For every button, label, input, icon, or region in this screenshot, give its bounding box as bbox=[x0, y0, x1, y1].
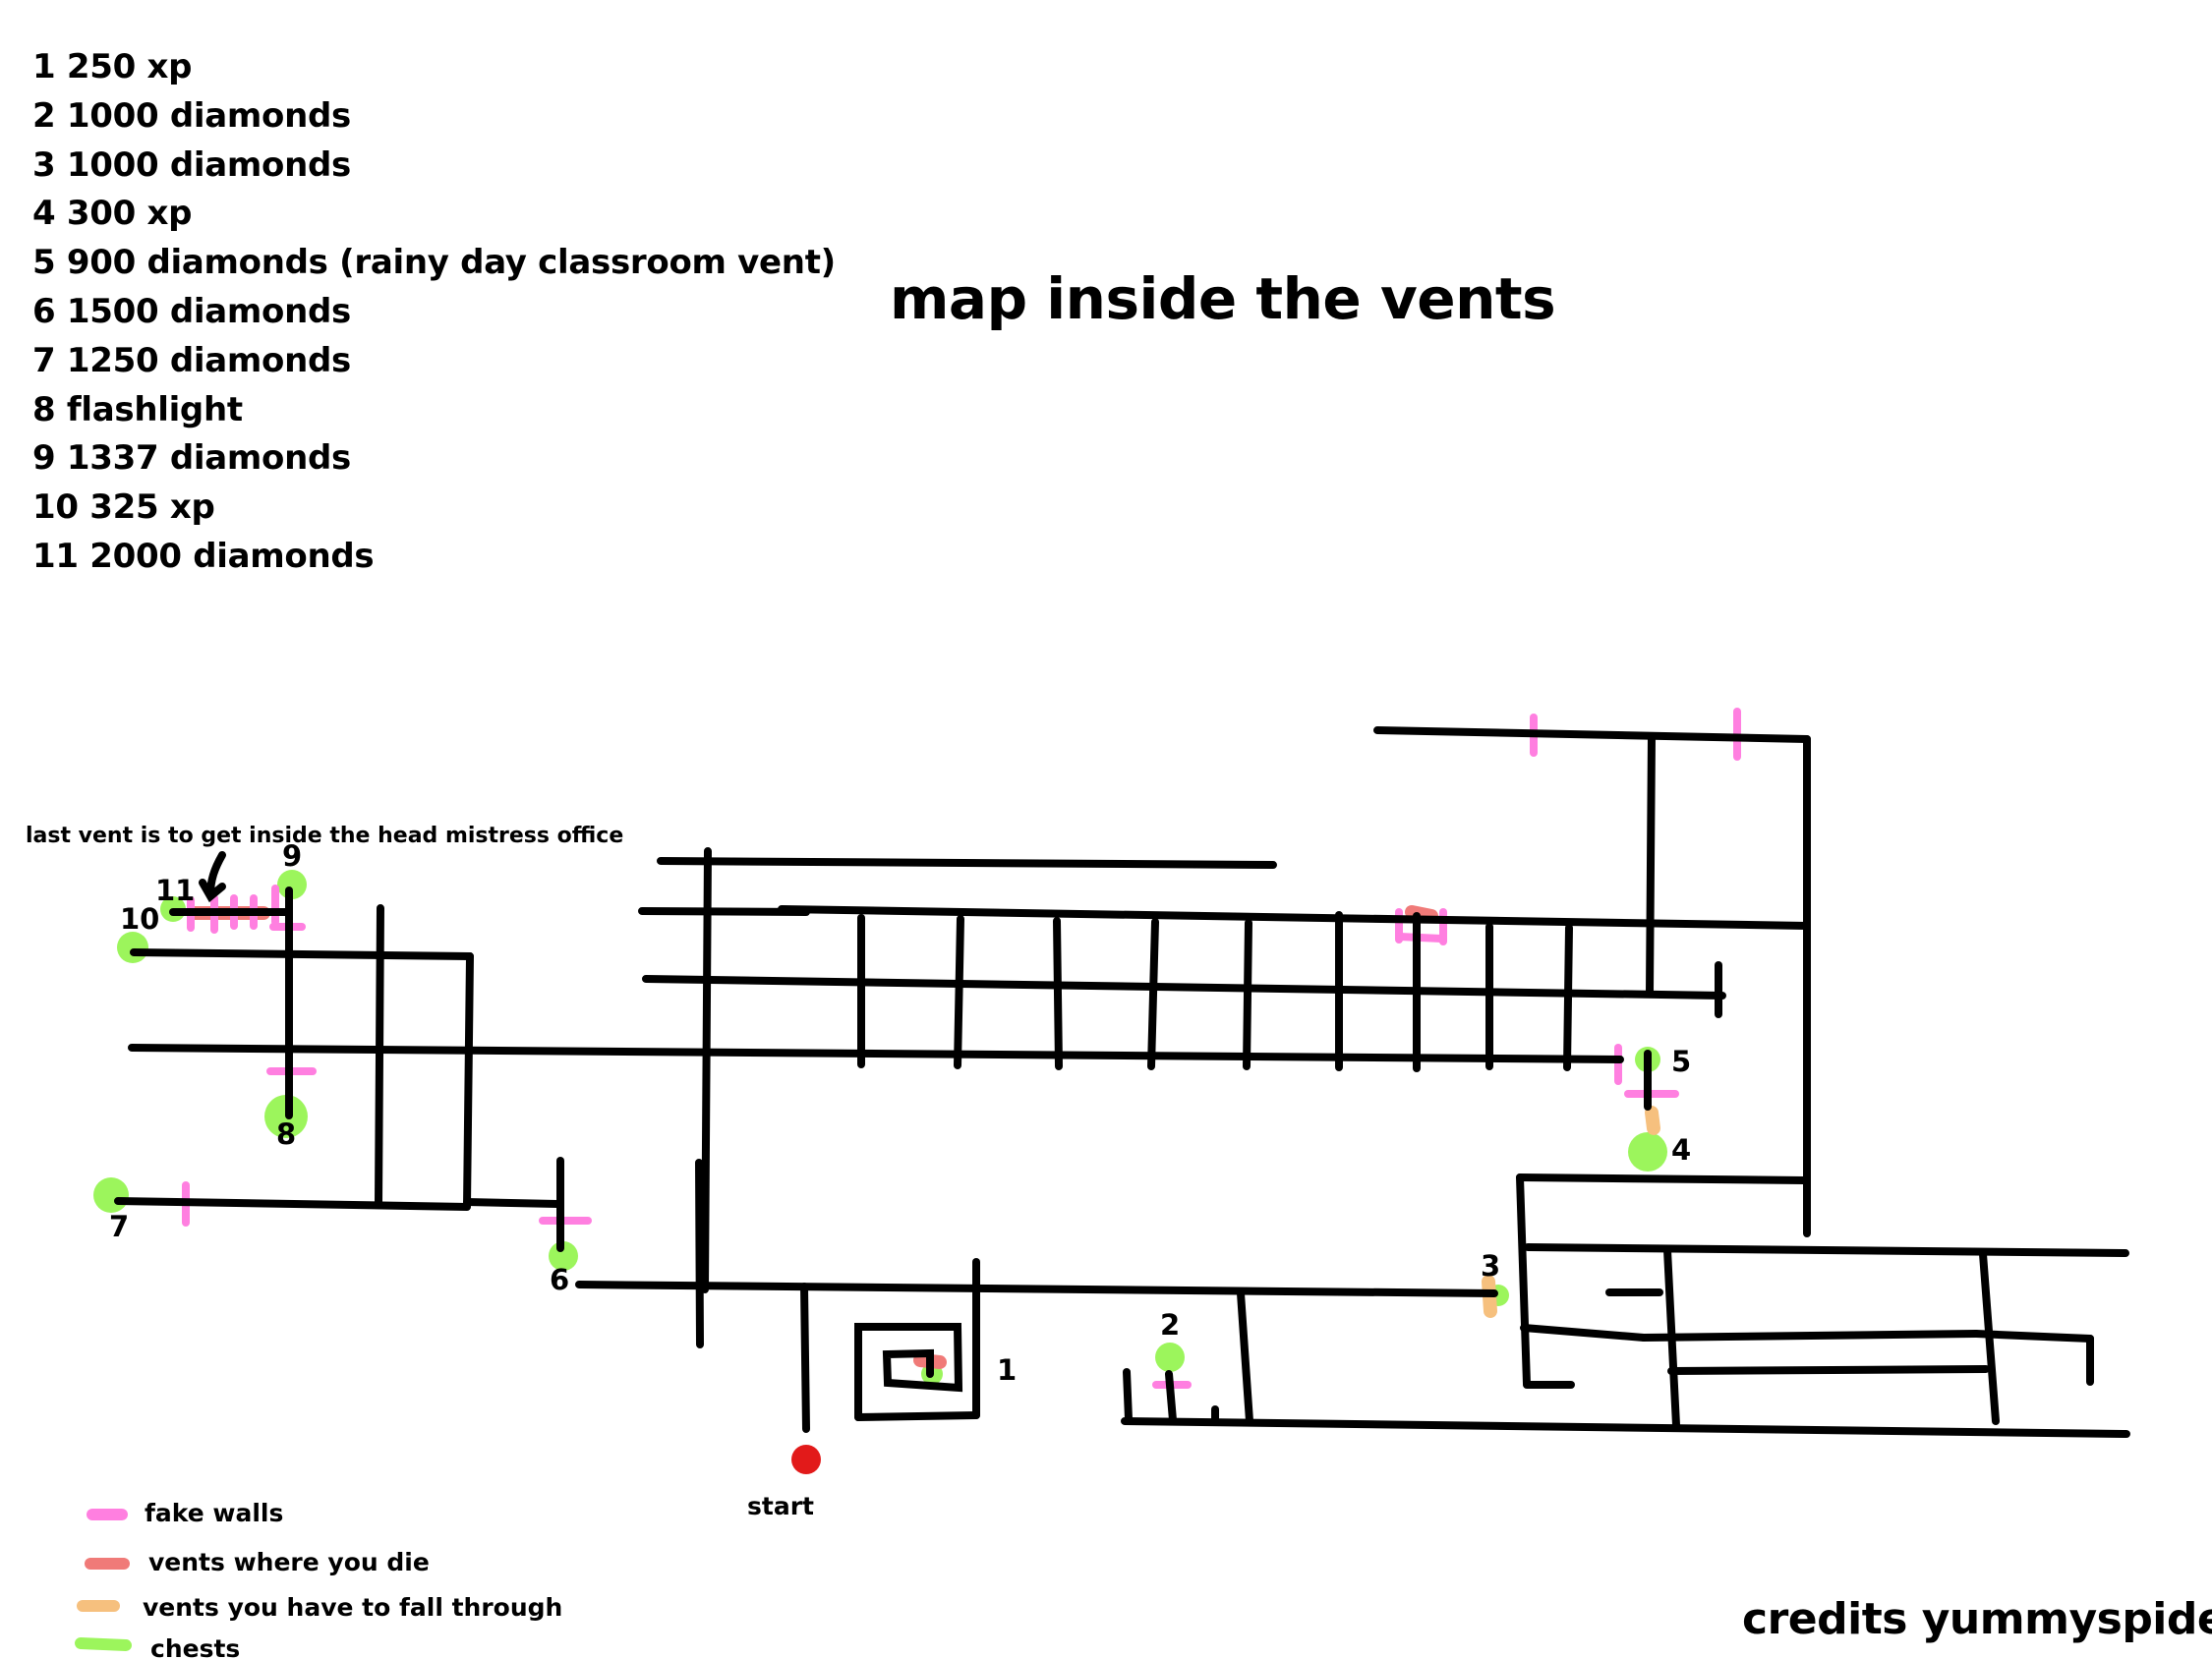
vent-segment bbox=[657, 857, 1277, 869]
chest-marker bbox=[1155, 1343, 1185, 1372]
chest-marker bbox=[277, 870, 307, 899]
vent-segment bbox=[1972, 1330, 2094, 1343]
vent-segment bbox=[638, 907, 810, 916]
vent-segment bbox=[1563, 924, 1573, 1071]
chest-number: 5 bbox=[1671, 1045, 1691, 1078]
vent-segment bbox=[1516, 1173, 1531, 1388]
vent-segment bbox=[1516, 1173, 1808, 1184]
chest-number: 10 bbox=[120, 902, 159, 936]
chest-marker bbox=[117, 932, 148, 963]
vent-segment bbox=[954, 915, 964, 1069]
vent-segment bbox=[854, 1323, 963, 1421]
chest-marker bbox=[1628, 1132, 1667, 1172]
vent-segment bbox=[1243, 919, 1252, 1070]
legend: fake walls vents where you die vents you… bbox=[75, 1499, 562, 1659]
chest-number: 11 bbox=[155, 874, 195, 907]
reward-list: 1 250 xp 2 1000 diamonds 3 1000 diamonds… bbox=[32, 43, 836, 582]
head-mistress-note: last vent is to get inside the head mist… bbox=[26, 824, 623, 848]
reward-item: 8 flashlight bbox=[32, 389, 243, 429]
fall-through-marker bbox=[1645, 1106, 1660, 1135]
start-marker bbox=[791, 1445, 821, 1474]
start-label: start bbox=[747, 1492, 814, 1520]
arrow-icon bbox=[199, 851, 226, 903]
vent-segment bbox=[1121, 1417, 2130, 1438]
vent-segment bbox=[130, 948, 474, 960]
legend-label: chests bbox=[150, 1634, 240, 1659]
reward-item: 11 2000 diamonds bbox=[32, 536, 375, 576]
vent-segment bbox=[1373, 726, 1811, 743]
chest-marker bbox=[549, 1241, 578, 1271]
chest-number: 7 bbox=[109, 1210, 129, 1243]
vent-segment bbox=[114, 1197, 471, 1211]
chest-marker bbox=[93, 1177, 129, 1213]
vent-segment bbox=[1165, 1370, 1177, 1424]
fall-through-markers bbox=[1482, 1106, 1660, 1318]
vent-segment bbox=[854, 1411, 980, 1421]
reward-item: 7 1250 diamonds bbox=[32, 340, 351, 380]
legend-label: vents you have to fall through bbox=[143, 1593, 562, 1622]
vent-segment bbox=[778, 905, 1811, 930]
vent-segment bbox=[1640, 1330, 1980, 1342]
chest-number: 1 bbox=[997, 1353, 1017, 1387]
vent-segment bbox=[701, 847, 712, 1293]
reward-item: 6 1500 diamonds bbox=[32, 291, 351, 331]
vent-segment bbox=[1237, 1289, 1253, 1425]
legend-swatch-chests bbox=[75, 1637, 132, 1651]
vent-segment bbox=[128, 1044, 1624, 1063]
vent-segment bbox=[1053, 917, 1063, 1070]
map-labels: last vent is to get inside the head mist… bbox=[26, 824, 1691, 1520]
vent-segment bbox=[1524, 1243, 2129, 1257]
vent-segment bbox=[800, 1283, 810, 1433]
vent-segment bbox=[375, 904, 384, 1207]
chest-markers bbox=[93, 870, 1667, 1385]
vent-segment bbox=[642, 975, 1726, 1000]
chest-number: 3 bbox=[1481, 1249, 1500, 1283]
vent-segment bbox=[1979, 1250, 2000, 1425]
chest-number: 6 bbox=[550, 1263, 569, 1296]
chest-number: 4 bbox=[1671, 1133, 1691, 1167]
page-title: map inside the vents bbox=[890, 265, 1556, 332]
vent-lines bbox=[114, 726, 2130, 1438]
chest-number: 2 bbox=[1160, 1308, 1180, 1342]
vent-segment bbox=[463, 952, 474, 1210]
vent-segment bbox=[1646, 732, 1656, 997]
reward-item: 5 900 diamonds (rainy day classroom vent… bbox=[32, 243, 836, 283]
legend-label: fake walls bbox=[145, 1499, 283, 1527]
credits: credits yummyspider bbox=[1742, 1594, 2212, 1644]
reward-item: 1 250 xp bbox=[32, 47, 193, 86]
reward-item: 3 1000 diamonds bbox=[32, 144, 351, 185]
vent-segment bbox=[463, 1198, 561, 1208]
vent-segment bbox=[1667, 1365, 1990, 1375]
reward-item: 4 300 xp bbox=[32, 194, 193, 234]
reward-item: 9 1337 diamonds bbox=[32, 438, 351, 479]
vent-segment bbox=[1147, 918, 1159, 1070]
vent-segment bbox=[575, 1281, 1498, 1297]
chest-number: 8 bbox=[276, 1117, 296, 1151]
vent-segment bbox=[1123, 1368, 1133, 1423]
reward-item: 2 1000 diamonds bbox=[32, 95, 351, 136]
vent-segment bbox=[695, 1159, 704, 1348]
chest-number: 9 bbox=[282, 839, 302, 873]
legend-label: vents where you die bbox=[148, 1548, 430, 1576]
vent-segment bbox=[1520, 1324, 1648, 1342]
reward-item: 10 325 xp bbox=[32, 487, 215, 528]
